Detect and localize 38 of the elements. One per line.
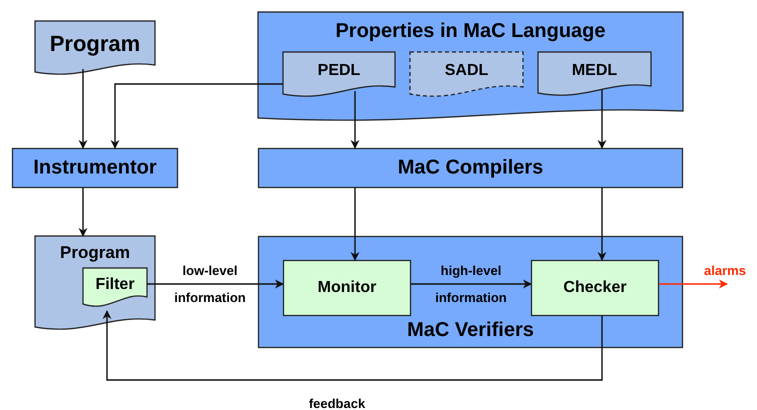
- arrow: [598, 90, 606, 149]
- node-label: Properties in MaC Language: [334, 20, 607, 43]
- arrow: [78, 69, 88, 149]
- node-label: MaC Verifiers: [406, 319, 535, 342]
- arrow: [102, 310, 603, 381]
- node-label: MEDL: [570, 62, 618, 80]
- language-panel: [258, 12, 683, 124]
- arrow: [110, 83, 283, 149]
- process-box: [12, 148, 178, 188]
- node-label: Instrumentor: [32, 156, 158, 180]
- arrow: [147, 280, 284, 288]
- edge-label: high-level information: [434, 262, 508, 307]
- document-shape: [283, 52, 395, 100]
- arrow: [78, 188, 88, 237]
- process-box: [283, 260, 411, 316]
- edge-label: low-level information: [173, 262, 247, 307]
- process-box: [258, 148, 683, 188]
- process-box: [531, 260, 659, 316]
- arrow: [350, 188, 360, 261]
- arrow: [350, 91, 360, 149]
- node-label: Program: [48, 31, 142, 56]
- document-shape: [538, 52, 651, 99]
- edge-label: feedback: [308, 395, 366, 410]
- arrow: [411, 280, 532, 288]
- node-label: Filter: [94, 276, 136, 294]
- arrow: [659, 280, 728, 288]
- edge-label: alarms: [703, 262, 747, 280]
- node-label: Checker: [562, 278, 628, 298]
- node-label: Program: [59, 243, 131, 263]
- node-label: Monitor: [316, 278, 378, 298]
- arrow: [598, 188, 606, 261]
- verifier-panel: [258, 236, 683, 348]
- document-shape: [35, 21, 155, 78]
- node-label: MaC Compilers: [396, 156, 544, 180]
- document-shape: [35, 236, 155, 333]
- node-label: PEDL: [316, 62, 362, 80]
- node-label: SADL: [444, 62, 490, 80]
- document-shape: [410, 52, 523, 100]
